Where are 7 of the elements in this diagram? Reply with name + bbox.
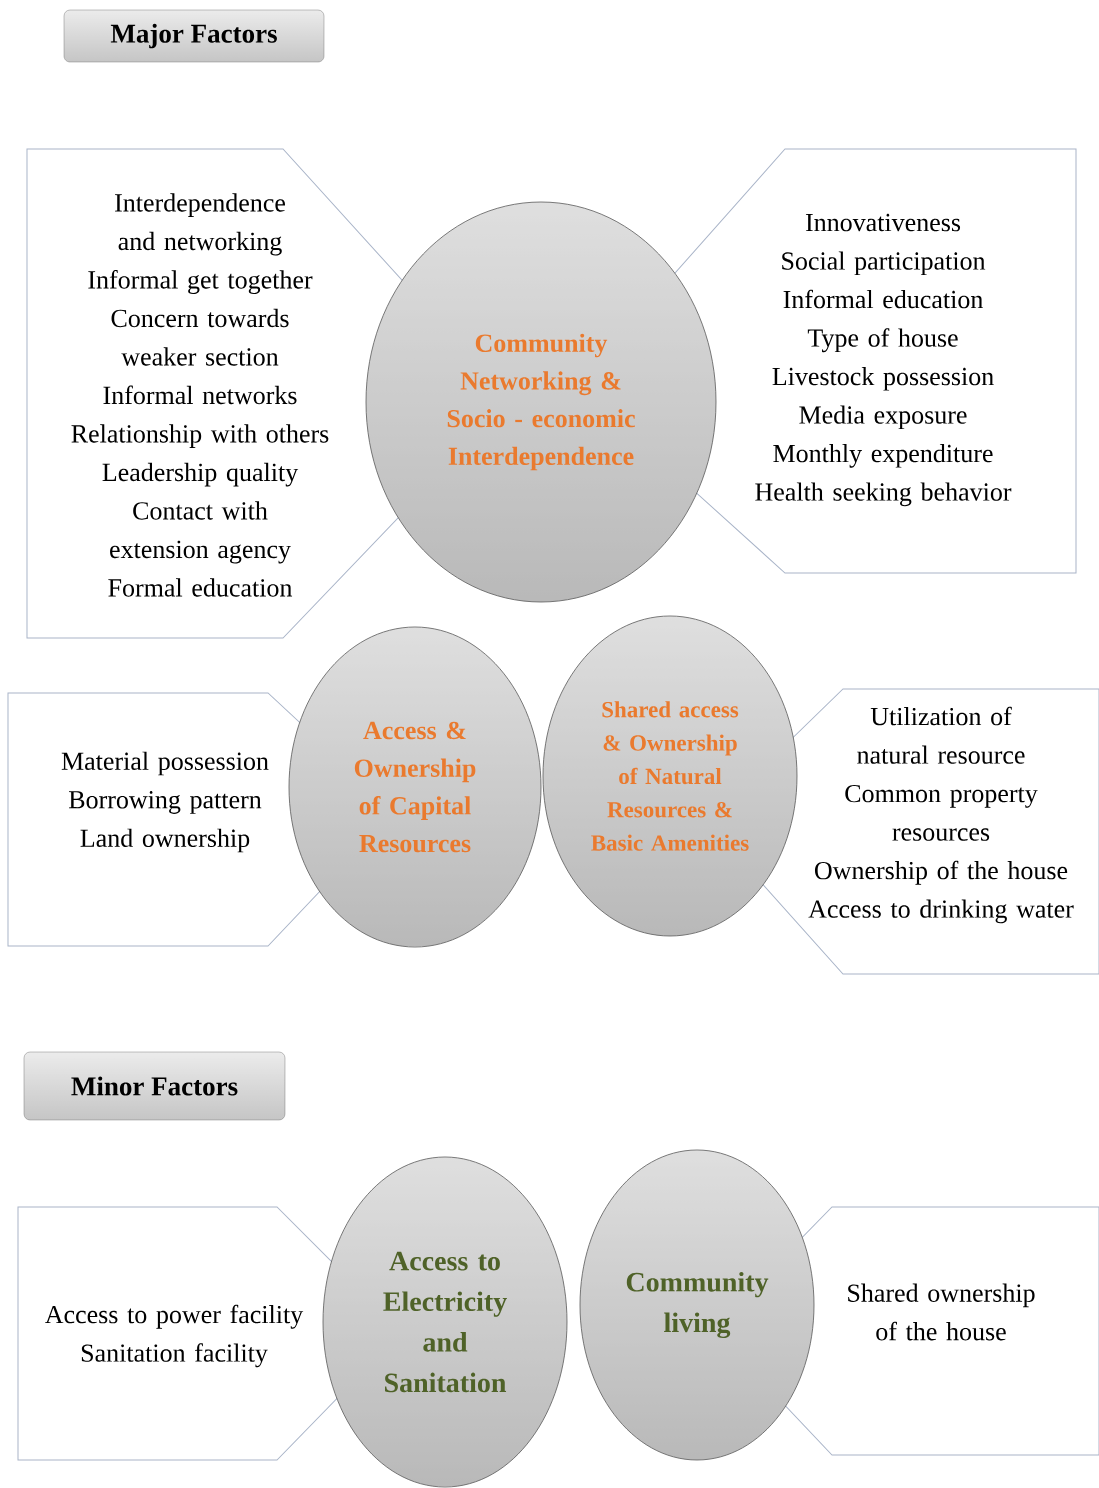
callout-box: Utilization of natural resource Common property resources Ownership of the house Access to drinking water bbox=[749, 688, 1099, 975]
callout-box: Innovativeness Social participation Informal education Type of house Livestock possession Media exposure Monthly expenditure Health seeking behavior bbox=[659, 148, 1077, 574]
heading-box: Minor Factors bbox=[23, 1051, 286, 1121]
heading-box: Major Factors bbox=[63, 9, 325, 63]
callout-box: Access to power facility Sanitation facility bbox=[17, 1206, 351, 1461]
callout-box: Shared ownership of the house bbox=[779, 1206, 1099, 1456]
callout-box: Interdependence and networking Informal get together Concern towards weaker section Informal networks Relationship with others Leadership quality Contact with extension agency Formal education bbox=[26, 148, 421, 639]
